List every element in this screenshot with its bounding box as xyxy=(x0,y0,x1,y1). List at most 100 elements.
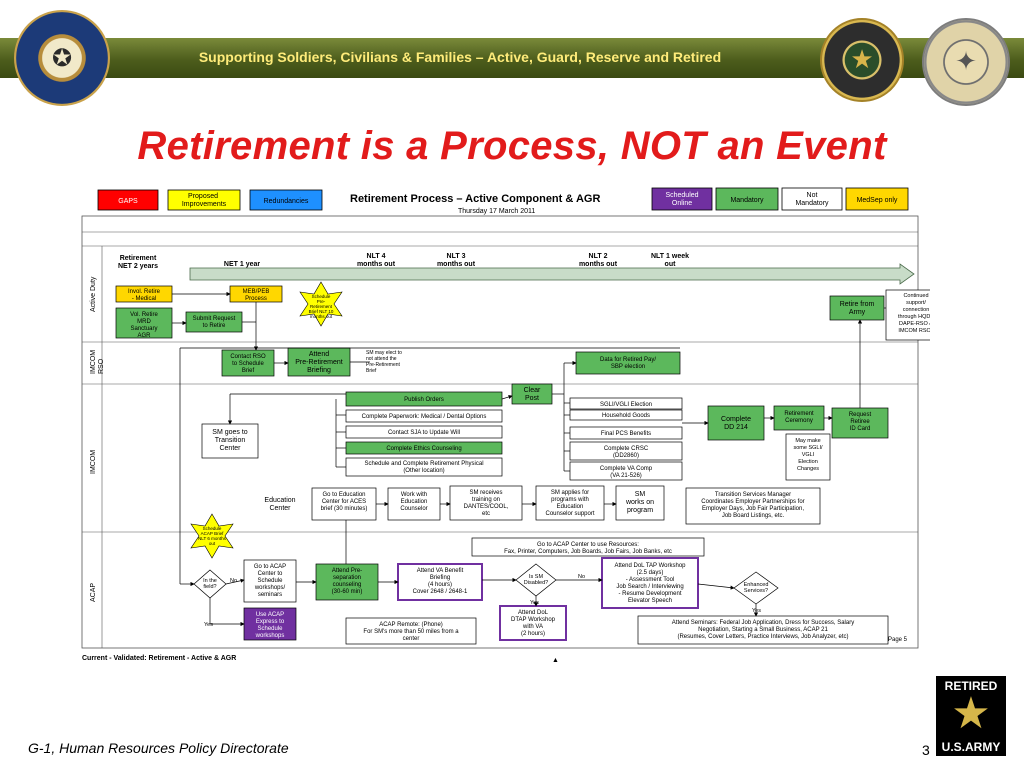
node-publish-orders: Publish Orders xyxy=(345,391,503,407)
svg-text:Contact SJA to Update Will: Contact SJA to Update Will xyxy=(388,430,460,436)
label-yes-field: Yes xyxy=(204,622,213,628)
svg-text:Publish Orders: Publish Orders xyxy=(404,397,444,403)
process-date: Thursday 17 March 2011 xyxy=(458,208,535,215)
legend-medsep-label: MedSep only xyxy=(857,197,898,204)
timeline-arrow xyxy=(189,263,915,285)
node-complete-crsc: Complete CRSC(DD2860) xyxy=(569,441,683,461)
node-contact-sja: Contact SJA to Update Will xyxy=(345,425,503,439)
page-title: Retirement is a Process, NOT an Event xyxy=(137,124,887,168)
node-retirement-physical: Schedule and Complete Retirement Physica… xyxy=(345,457,503,477)
legend-gaps-label: GAPS xyxy=(118,198,138,205)
svg-text:SGLI/VGLI Election: SGLI/VGLI Election xyxy=(600,402,652,408)
svg-text:Data for Retired Pay/SBP elect: Data for Retired Pay/SBP election xyxy=(600,357,656,370)
army-seal-logo: ✪ xyxy=(14,10,110,106)
legend-gaps: GAPS xyxy=(97,189,159,211)
lane-imcom-rso: IMCOMRSO xyxy=(90,350,105,374)
svg-text:Go to ACAP Center to use Resou: Go to ACAP Center to use Resources:Fax, … xyxy=(504,542,672,555)
us-eagle-seal-logo: ✦ xyxy=(922,18,1010,106)
node-data-retired-pay: Data for Retired Pay/SBP election xyxy=(575,351,681,375)
label-yes-enhanced: Yes xyxy=(752,608,761,614)
logo-retired-text: RETIRED xyxy=(944,679,998,693)
legend-mandatory: Mandatory xyxy=(715,187,779,211)
process-heading: Retirement Process – Active Component & … xyxy=(350,193,600,205)
legend-medsep: MedSep only xyxy=(845,187,909,211)
svg-text:Attend Seminars: Federal Job A: Attend Seminars: Federal Job Application… xyxy=(672,620,854,640)
svg-text:Attend DoL TAP Workshop(2.5 da: Attend DoL TAP Workshop(2.5 days)- Asses… xyxy=(614,563,686,604)
legend-proposed: Proposed Improvements xyxy=(167,189,241,211)
svg-text:Complete Paperwork: Medical /: Complete Paperwork: Medical / Dental Opt… xyxy=(362,414,487,420)
legend-mandatory-label: Mandatory xyxy=(730,197,764,204)
caret-mark: ▲ xyxy=(552,657,559,664)
svg-text:Complete Ethics Counseling: Complete Ethics Counseling xyxy=(386,446,461,452)
legend-redundancies-label: Redundancies xyxy=(264,198,309,205)
label-page5: Page 5 xyxy=(888,637,908,643)
node-dol-tap: Attend DoL TAP Workshop(2.5 days)- Asses… xyxy=(601,557,699,609)
svg-text:Schedule and Complete Retireme: Schedule and Complete Retirement Physica… xyxy=(364,461,483,474)
label-no-field: No xyxy=(230,578,237,584)
svg-text:ACAP Remote: (Phone)For SM's m: ACAP Remote: (Phone)For SM's more than 5… xyxy=(363,622,459,642)
node-complete-va-comp: Complete VA Comp(VA 21-526) xyxy=(569,461,683,481)
node-sgli-election: SGLI/VGLI Election xyxy=(569,397,683,410)
flowchart-caption: Current - Validated: Retirement - Active… xyxy=(82,655,236,662)
flowchart-frame xyxy=(81,215,919,649)
seal-emblem-icon: ✪ xyxy=(51,44,73,72)
star-icon: ★ xyxy=(850,45,874,75)
node-acap-resources: Go to ACAP Center to use Resources:Fax, … xyxy=(471,537,705,557)
banner-text: Supporting Soldiers, Civilians & Familie… xyxy=(198,49,722,65)
node-household-goods: Household Goods xyxy=(569,409,683,421)
retirement-process-flowchart: GAPS Proposed Improvements Redundancies … xyxy=(81,187,930,664)
svg-text:Invol. Retire- Medical: Invol. Retire- Medical xyxy=(128,289,161,302)
page-number: 3 xyxy=(922,742,930,758)
svg-text:Final PCS Benefits: Final PCS Benefits xyxy=(601,431,651,437)
retired-us-army-logo: RETIRED ★ U.S.ARMY xyxy=(936,676,1006,756)
g1-seal-logo: ★ xyxy=(820,18,904,102)
lane-acap: ACAP xyxy=(90,583,97,602)
node-invol-retire: Invol. Retire- Medical xyxy=(115,285,173,303)
legend-redundancies: Redundancies xyxy=(249,189,323,211)
node-ethics-counseling: Complete Ethics Counseling xyxy=(345,441,503,455)
